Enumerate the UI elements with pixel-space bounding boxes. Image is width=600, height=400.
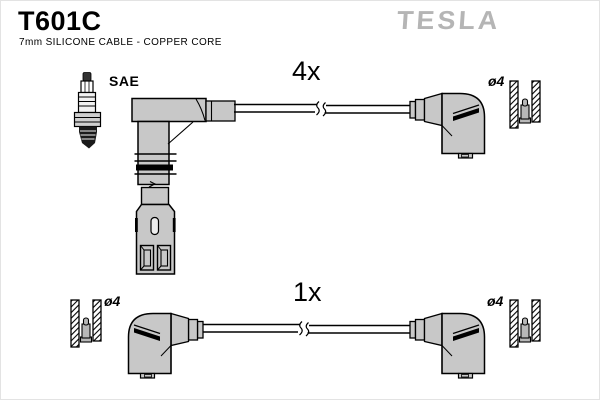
cable-break-icon bbox=[299, 321, 303, 336]
cable-spec-subtitle: 7mm SILICONE CABLE - COPPER CORE bbox=[19, 37, 222, 48]
quantity-label-4x: 4x bbox=[292, 56, 321, 86]
diameter-label-bottom-right: ø4 bbox=[487, 293, 504, 309]
sae-label: SAE bbox=[109, 73, 140, 89]
diameter-label-top-right: ø4 bbox=[488, 73, 505, 89]
coil-connector-boot-icon bbox=[131, 97, 236, 275]
cable-line bbox=[234, 101, 410, 117]
part-number: T601C bbox=[18, 6, 102, 36]
terminal-cross-section-icon bbox=[509, 299, 541, 348]
cable-break-icon bbox=[322, 102, 327, 117]
terminal-cross-section-icon bbox=[70, 299, 102, 348]
tesla-brand-logo: TESLA bbox=[395, 6, 502, 35]
quantity-label-1x: 1x bbox=[293, 277, 322, 307]
cable-break-icon bbox=[305, 322, 310, 337]
cable-line bbox=[203, 321, 410, 337]
right-angle-boot-icon bbox=[409, 92, 486, 159]
right-angle-boot-icon bbox=[127, 312, 204, 379]
terminal-cross-section-icon bbox=[509, 80, 541, 129]
cable-break-icon bbox=[148, 181, 157, 188]
cable-break-icon bbox=[316, 101, 320, 116]
diameter-label-bottom-left: ø4 bbox=[104, 293, 121, 309]
cable-assembly-1x bbox=[70, 299, 541, 379]
spark-plug-icon bbox=[73, 72, 102, 149]
cable-assembly-4x bbox=[131, 80, 541, 275]
right-angle-boot-icon bbox=[409, 312, 486, 379]
